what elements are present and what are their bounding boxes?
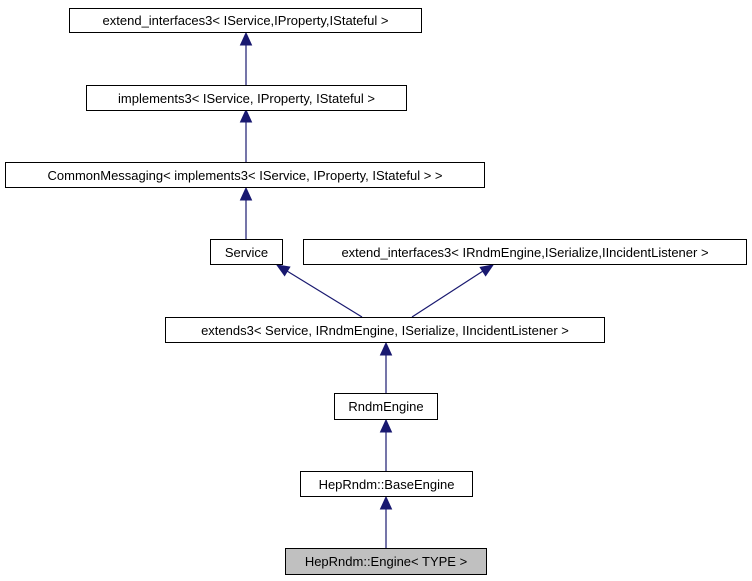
inheritance-arrow-rndmengine-to-extends3 <box>379 341 393 393</box>
inheritance-arrow-commonmessaging-to-implements3 <box>239 108 253 162</box>
class-node-rndmengine[interactable]: RndmEngine <box>334 393 438 420</box>
inheritance-arrow-extends3-to-extend-interfaces3-rndm <box>411 264 495 318</box>
class-node-service[interactable]: Service <box>210 239 283 265</box>
class-node-extend-interfaces3-irndmengine[interactable]: extend_interfaces3< IRndmEngine,ISeriali… <box>303 239 747 265</box>
class-node-extend-interfaces3-iservice[interactable]: extend_interfaces3< IService,IProperty,I… <box>69 8 422 33</box>
class-node-commonmessaging[interactable]: CommonMessaging< implements3< IService, … <box>5 162 485 188</box>
inheritance-arrow-implements3-to-extend-interfaces3 <box>239 31 253 85</box>
class-node-heprndm-baseengine[interactable]: HepRndm::BaseEngine <box>300 471 473 497</box>
inheritance-arrow-extends3-to-service <box>275 264 363 318</box>
inheritance-arrow-baseengine-to-rndmengine <box>379 418 393 471</box>
class-node-implements3[interactable]: implements3< IService, IProperty, IState… <box>86 85 407 111</box>
inheritance-arrow-service-to-commonmessaging <box>239 186 253 239</box>
class-node-heprndm-engine-current: HepRndm::Engine< TYPE > <box>285 548 487 575</box>
class-node-extends3[interactable]: extends3< Service, IRndmEngine, ISeriali… <box>165 317 605 343</box>
inheritance-arrow-engine-to-baseengine <box>379 495 393 548</box>
